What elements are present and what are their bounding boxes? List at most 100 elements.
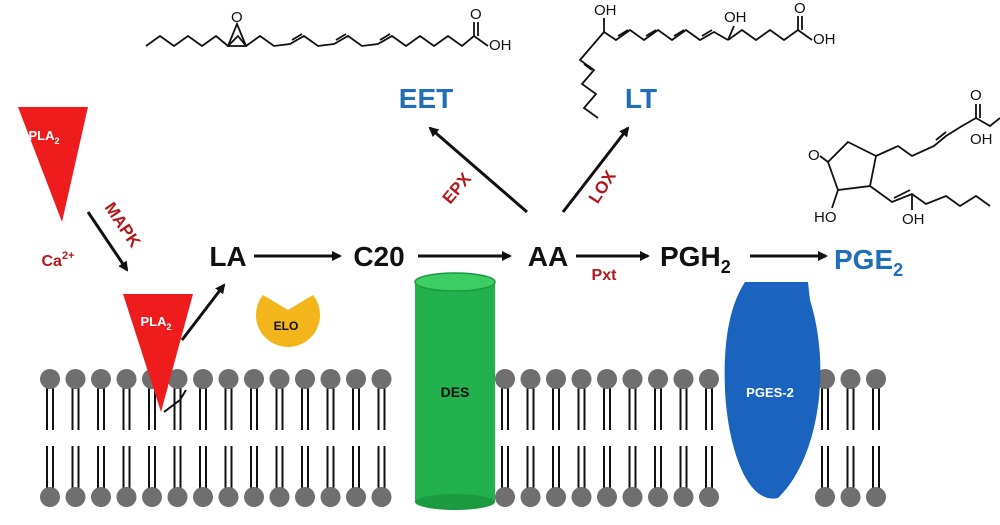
- lipid-head: [866, 369, 886, 389]
- lipid-head: [815, 487, 835, 507]
- lipid-head: [648, 487, 668, 507]
- des-label: DES: [441, 384, 470, 400]
- lox-label: LOX: [585, 167, 620, 207]
- pla2-subscript: 2: [54, 136, 59, 146]
- lipid-head: [167, 369, 188, 389]
- lipid-head: [495, 487, 515, 507]
- arrow-aa-lt: [561, 126, 630, 213]
- lt-chemical-structure: [578, 16, 813, 119]
- arrow-aa-eet: [428, 126, 528, 214]
- lipid-head: [65, 487, 86, 507]
- eet-carbonyl-oxygen: O: [470, 6, 482, 23]
- pgh2-text: PGH: [660, 241, 721, 272]
- pge2-chain-hydroxyl: OH: [902, 211, 925, 228]
- pges-2-enzyme: PGES-2: [724, 282, 821, 499]
- pla2-subscript: 2: [166, 322, 171, 332]
- pge2-carbonyl-oxygen: O: [970, 87, 982, 104]
- la-release-arrow: [180, 283, 226, 341]
- pge2-text: PGE: [834, 244, 893, 275]
- lipid-head: [269, 369, 290, 389]
- lipid-head: [520, 369, 541, 389]
- pla2-label: PLA: [28, 128, 55, 143]
- pgh2-metabolite: PGH2: [660, 241, 731, 277]
- svg-text:PLA2: PLA2: [28, 128, 59, 146]
- lipid-head: [571, 487, 592, 507]
- lipid-head: [269, 487, 290, 507]
- lipid-head: [546, 369, 566, 389]
- pge2-subscript: 2: [893, 260, 903, 280]
- pge2-ring-hydroxyl: HO: [814, 209, 837, 226]
- cleaved-fatty-acid: [163, 389, 187, 413]
- lipid-head: [244, 487, 264, 507]
- lipid-head: [673, 487, 694, 507]
- lipid-head: [371, 487, 392, 507]
- lipid-head: [673, 369, 694, 389]
- lt-acid-hydroxyl: OH: [813, 31, 836, 48]
- lipid-head: [866, 487, 886, 507]
- eet-chemical-structure: [145, 21, 489, 48]
- lipid-head: [193, 369, 213, 389]
- c20-metabolite: C20: [353, 241, 404, 272]
- lipid-head: [142, 487, 162, 507]
- la-metabolite: LA: [209, 241, 246, 272]
- epx-label: EPX: [439, 169, 476, 208]
- lipid-head: [320, 487, 341, 507]
- lipid-head: [571, 369, 592, 389]
- lipid-head: [40, 369, 60, 389]
- lipid-head: [116, 369, 137, 389]
- pxt-label: Pxt: [592, 267, 618, 284]
- lipid-head: [91, 487, 111, 507]
- svg-text:PLA2: PLA2: [140, 314, 171, 332]
- lipid-head: [699, 369, 719, 389]
- lipid-head: [91, 369, 111, 389]
- eet-hydroxyl: OH: [489, 37, 512, 54]
- lipid-head: [597, 369, 617, 389]
- pla2-membrane: PLA2: [123, 294, 193, 412]
- lipid-head: [648, 369, 668, 389]
- lipid-head: [371, 369, 392, 389]
- lt-metabolite: LT: [625, 83, 657, 114]
- pges-2-label: PGES-2: [746, 385, 794, 400]
- lipid-head: [295, 369, 315, 389]
- lipid-head: [699, 487, 719, 507]
- lt-hydroxyl-right: OH: [724, 9, 747, 26]
- lipid-head: [622, 487, 643, 507]
- lipid-head: [346, 487, 366, 507]
- lipid-head: [520, 487, 541, 507]
- lipid-head: [65, 369, 86, 389]
- des-enzyme: DES: [414, 272, 496, 510]
- lipid-head: [597, 487, 617, 507]
- lipid-head: [320, 369, 341, 389]
- aa-metabolite: AA: [528, 241, 568, 272]
- lipid-head: [622, 369, 643, 389]
- lipid-head: [840, 487, 861, 507]
- lipid-head: [116, 487, 137, 507]
- lipid-head: [840, 369, 861, 389]
- calcium-label: Ca2+: [42, 250, 75, 270]
- elo-label: ELO: [274, 319, 299, 333]
- pla2-label: PLA: [140, 314, 167, 329]
- lipid-head: [218, 369, 239, 389]
- eet-metabolite: EET: [399, 83, 453, 114]
- lipid-head: [218, 487, 239, 507]
- pge2-acid-hydroxyl: OH: [970, 131, 993, 148]
- lt-hydroxyl-left: OH: [594, 2, 617, 19]
- lipid-head: [193, 487, 213, 507]
- elo-enzyme: ELO: [256, 295, 320, 347]
- pla2-cytosolic: PLA2: [18, 107, 88, 222]
- lipid-head: [495, 369, 515, 389]
- lipid-head: [167, 487, 188, 507]
- eet-epoxide-oxygen: O: [231, 9, 243, 26]
- pge2-ketone-oxygen: O: [808, 147, 820, 164]
- pgh2-subscript: 2: [721, 257, 731, 277]
- lipid-head: [40, 487, 60, 507]
- lipid-bilayer-membrane: [40, 369, 886, 507]
- lipid-head: [295, 487, 315, 507]
- pge2-metabolite: PGE2: [834, 244, 903, 280]
- calcium-superscript: 2+: [62, 250, 75, 262]
- lipid-head: [546, 487, 566, 507]
- lipid-head: [346, 369, 366, 389]
- lt-carbonyl-oxygen: O: [794, 0, 806, 17]
- translocation-arrow: [86, 211, 129, 272]
